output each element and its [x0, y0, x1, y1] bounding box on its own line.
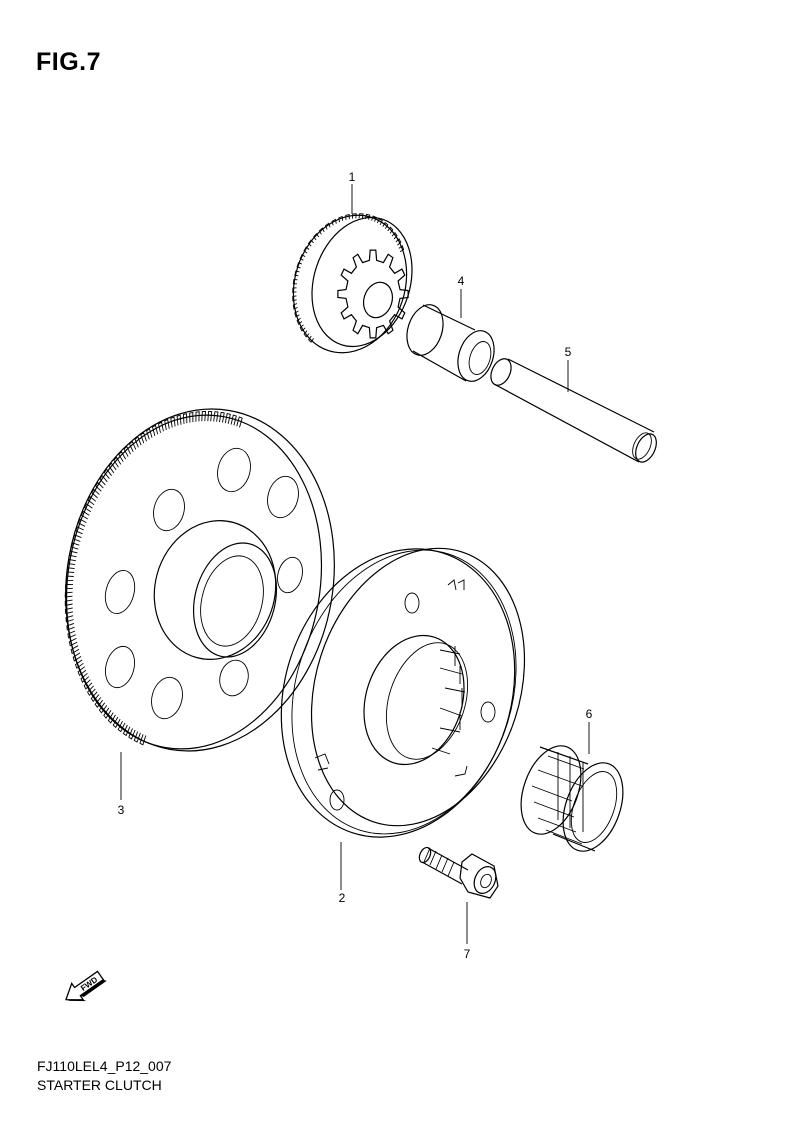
part-number-label: 7	[464, 947, 471, 961]
one-way-clutch-housing-icon[interactable]	[245, 518, 559, 867]
part-number-label: 2	[339, 891, 346, 905]
needle-bearing-icon[interactable]	[510, 738, 634, 860]
part-number-label: 6	[586, 707, 593, 721]
starter-driven-gear-icon[interactable]	[39, 388, 361, 773]
diagram-code: FJ110LEL4_P12_007	[37, 1058, 172, 1074]
starter-idle-gear-icon[interactable]	[276, 200, 428, 367]
figure-title: FIG.7	[36, 48, 102, 76]
fwd-arrow-icon: FWD	[65, 970, 107, 1002]
diagram-name: STARTER CLUTCH	[37, 1077, 162, 1093]
leader-lines	[120, 184, 590, 944]
bolt-icon[interactable]	[417, 846, 500, 899]
part-labels: 1 2 3 4 5 6 7	[118, 170, 593, 961]
part-number-label: 5	[565, 345, 572, 359]
part-number-label: 3	[118, 803, 125, 817]
part-number-label: 4	[458, 274, 465, 288]
bushing-icon[interactable]	[401, 300, 500, 386]
part-number-label: 1	[349, 170, 356, 184]
shaft-icon[interactable]	[487, 356, 661, 466]
